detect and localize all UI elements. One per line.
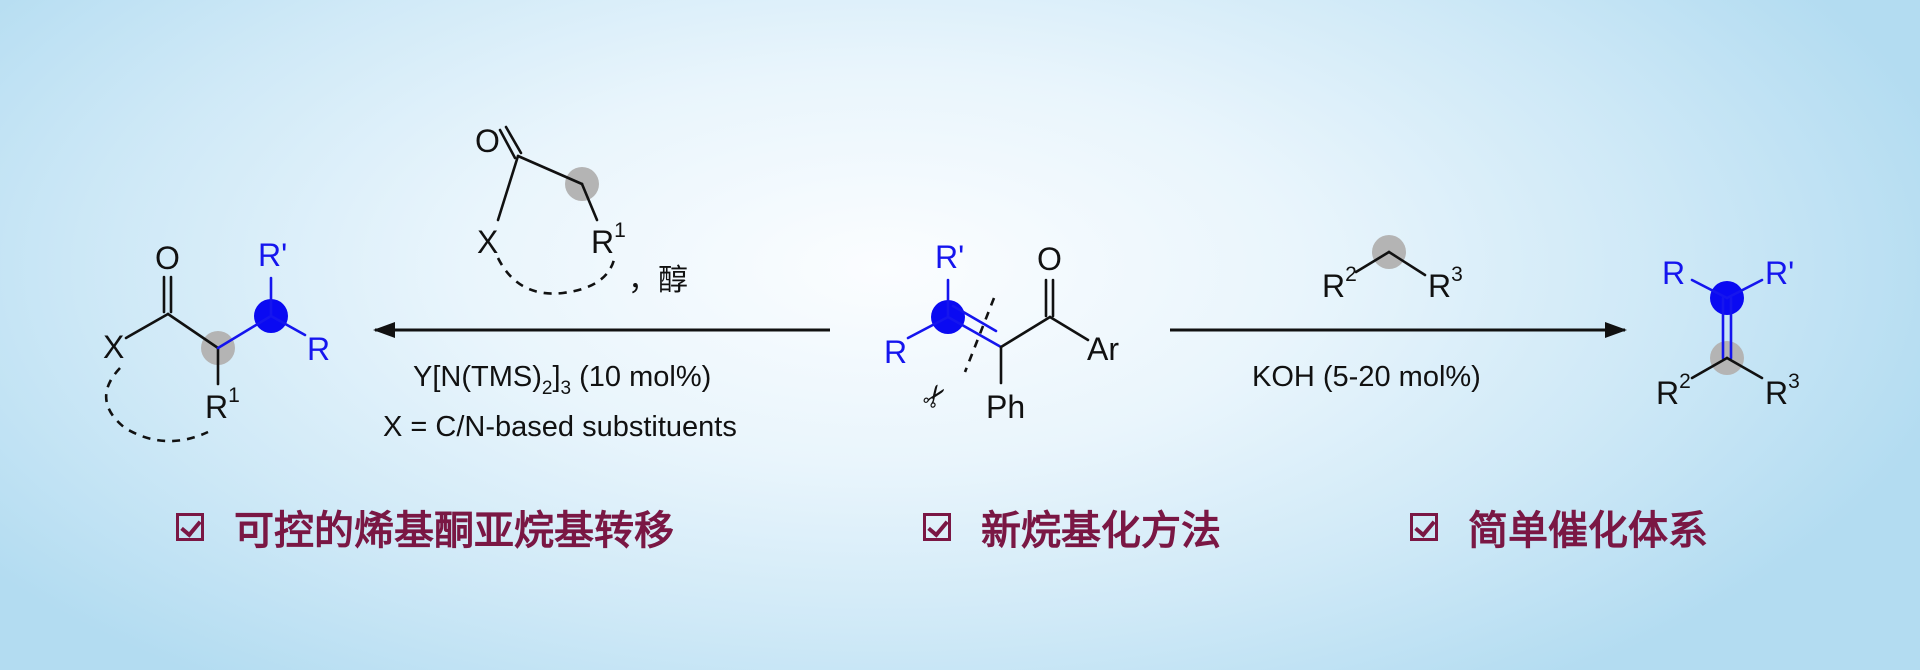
r-prime-group: R' bbox=[935, 239, 964, 275]
left-product: O X R1 R' R bbox=[103, 237, 330, 443]
oxygen-atom: O bbox=[475, 123, 500, 159]
catalyst-label: KOH (5-20 mol%) bbox=[1252, 361, 1481, 393]
feature-label: 简单催化体系 bbox=[1468, 508, 1708, 554]
r-group: R bbox=[1662, 255, 1685, 291]
right-reagent: R2 R3 bbox=[1322, 235, 1463, 304]
right-product: R R' R2 R3 bbox=[1656, 255, 1800, 411]
aryl-group: Ar bbox=[1087, 331, 1119, 367]
checkbox-icon bbox=[1410, 513, 1438, 541]
r1-group: R1 bbox=[591, 219, 626, 260]
r-group: R bbox=[884, 334, 907, 370]
feature-item: 新烷基化方法 bbox=[923, 498, 1221, 556]
r-prime-group: R' bbox=[258, 237, 287, 273]
r-prime-group: R' bbox=[1765, 255, 1794, 291]
feature-list: 可控的烯基酮亚烷基转移 新烷基化方法 简单催化体系 bbox=[0, 498, 1920, 568]
cleavage-line bbox=[963, 297, 996, 373]
feature-label: 可控的烯基酮亚烷基转移 bbox=[234, 508, 674, 554]
phenyl-group: Ph bbox=[986, 389, 1025, 425]
feature-item: 简单催化体系 bbox=[1410, 498, 1708, 556]
checkbox-icon bbox=[923, 513, 951, 541]
x-atom: X bbox=[477, 224, 498, 260]
left-reagent: O X R1 ，醇 bbox=[475, 123, 688, 298]
oxygen-atom: O bbox=[1037, 241, 1062, 277]
catalyst-label: Y[N(TMS)2]3 (10 mol%) bbox=[413, 361, 711, 399]
r-group: R bbox=[307, 331, 330, 367]
center-substrate: ✂ R' R O Ar Ph bbox=[884, 239, 1119, 425]
scissors-icon: ✂ bbox=[914, 376, 957, 417]
solvent-label: ，醇 bbox=[628, 263, 688, 298]
oxygen-atom: O bbox=[155, 240, 180, 276]
r3-group: R3 bbox=[1765, 370, 1800, 411]
substituent-note: X = C/N-based substituents bbox=[383, 411, 737, 443]
feature-label: 新烷基化方法 bbox=[981, 508, 1221, 554]
feature-item: 可控的烯基酮亚烷基转移 bbox=[176, 498, 674, 556]
r1-group: R1 bbox=[205, 384, 240, 425]
r2-group: R2 bbox=[1322, 263, 1357, 304]
x-atom: X bbox=[103, 329, 124, 365]
r3-group: R3 bbox=[1428, 263, 1463, 304]
checkbox-icon bbox=[176, 513, 204, 541]
r2-group: R2 bbox=[1656, 370, 1691, 411]
